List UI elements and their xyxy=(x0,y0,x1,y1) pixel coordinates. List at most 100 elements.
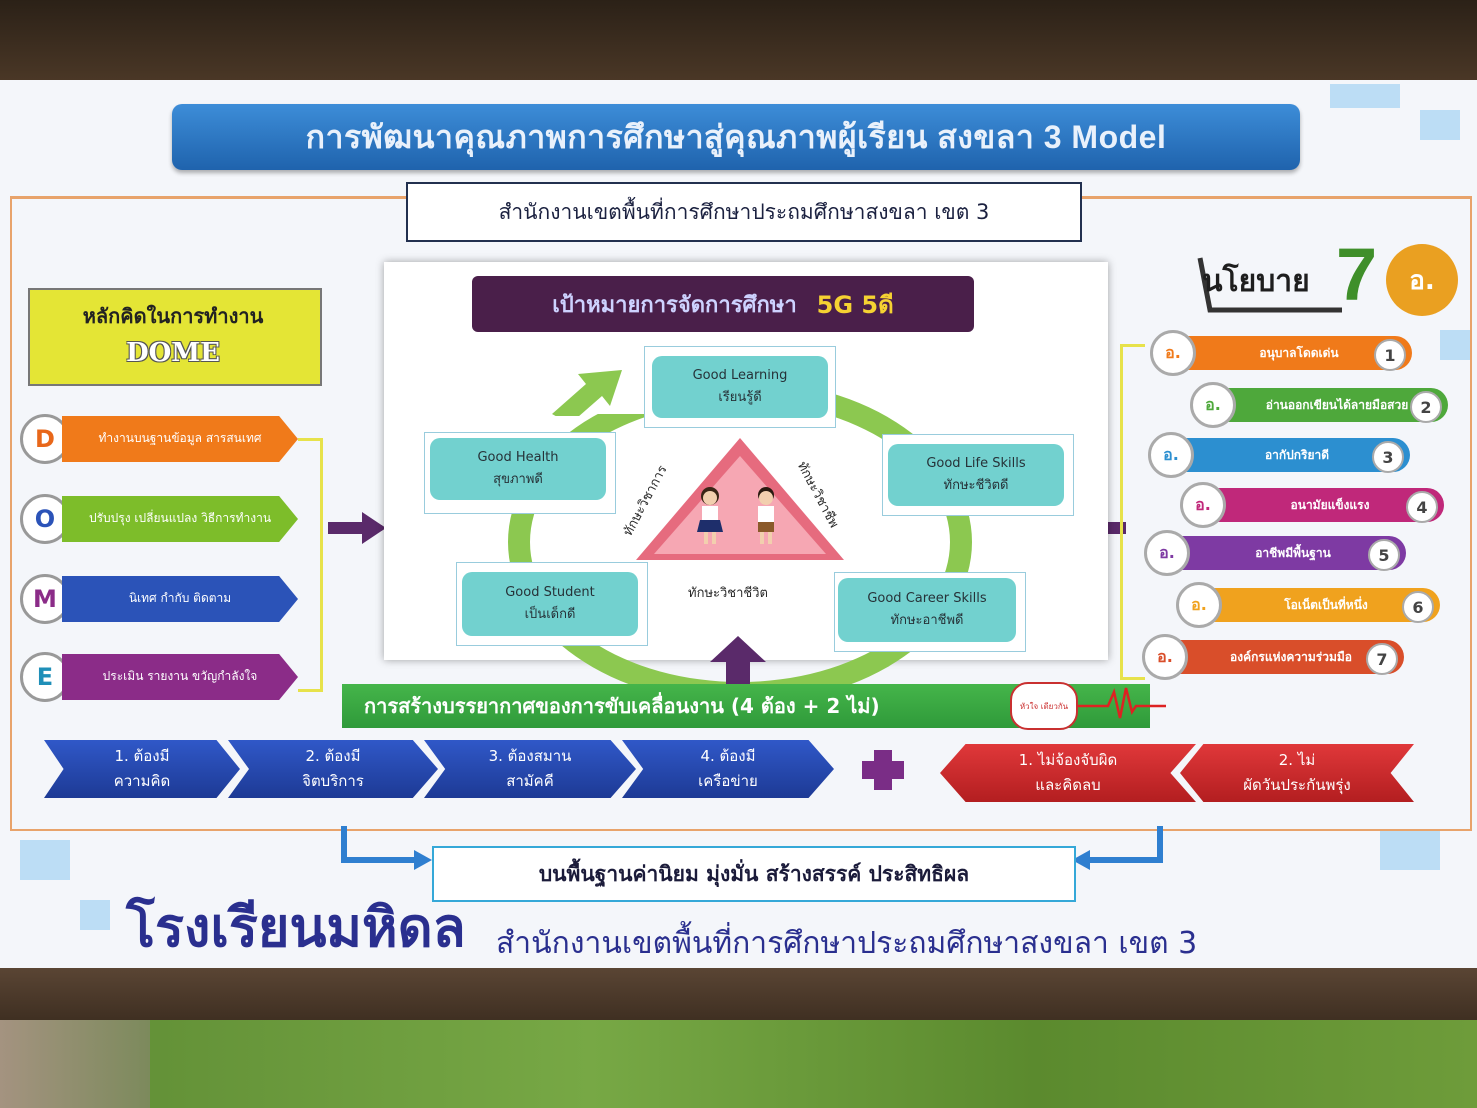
must-2-line2: จิตบริการ xyxy=(302,772,364,790)
dome-band-e: ประเมิน รายงาน ขวัญกำลังใจ xyxy=(62,654,298,700)
policy-text-1: อนุบาลโดดเด่น xyxy=(1259,345,1339,360)
goal-bar: เป้าหมายการจัดการศึกษา 5G 5ดี xyxy=(472,276,974,332)
dome-text-o: ปรับปรุง เปลี่ยนแปลง วิธีการทำงาน xyxy=(88,511,272,526)
must-3-line1: 3. ต้องสมาน xyxy=(488,746,572,765)
goal-highlight: 5G 5ดี xyxy=(816,290,894,319)
plus-icon-bar xyxy=(862,761,904,779)
dome-box xyxy=(28,288,322,386)
dome-band-d: ทำงานบนฐานข้อมูล สารสนเทศ xyxy=(62,416,298,462)
good-learning-th: เรียนรู้ดี xyxy=(718,390,762,405)
policy-text-4: อนามัยแข็งแรง xyxy=(1290,497,1370,512)
dome-band-o: ปรับปรุง เปลี่ยนแปลง วิธีการทำงาน xyxy=(62,496,298,542)
policy-a-3: อ. xyxy=(1148,432,1194,478)
dome-letter-d: D xyxy=(20,414,70,464)
dome-word: DOME xyxy=(126,338,220,368)
boy-student-icon xyxy=(752,486,780,552)
policy-band-4: อนามัยแข็งแรง 4 xyxy=(1216,488,1444,523)
dont-1-line2: และคิดลบ xyxy=(1035,776,1101,794)
title-bar: การพัฒนาคุณภาพการศึกษาสู่คุณภาพผู้เรียน … xyxy=(172,104,1300,170)
policy-a-4: อ. xyxy=(1180,482,1226,528)
dome-item-m: M นิเทศ กำกับ ติดตาม xyxy=(20,574,298,624)
dome-letter-m: M xyxy=(20,574,70,624)
decor-square xyxy=(1440,330,1470,360)
dome-item-d: D ทำงานบนฐานข้อมูล สารสนเทศ xyxy=(20,414,298,464)
dont-2-line1: 2. ไม่ xyxy=(1278,750,1316,769)
policy-badge: อ. xyxy=(1386,244,1458,316)
policy-num-6: 6 xyxy=(1402,591,1434,623)
policy-bracket xyxy=(1120,344,1145,680)
policy-num-5: 5 xyxy=(1368,539,1400,571)
dome-letter-o: O xyxy=(20,494,70,544)
dome-letter-e: E xyxy=(20,652,70,702)
policy-num-4: 4 xyxy=(1406,491,1438,523)
policy-a-5: อ. xyxy=(1144,530,1190,576)
dome-text-d: ทำงานบนฐานข้อมูล สารสนเทศ xyxy=(98,431,262,446)
policy-number: 7 xyxy=(1336,233,1378,316)
must-1: 1. ต้องมี ความคิด xyxy=(44,740,240,798)
dome-item-o: O ปรับปรุง เปลี่ยนแปลง วิธีการทำงาน xyxy=(20,494,298,544)
decor-square xyxy=(1380,830,1440,870)
cycle-arrow-icon xyxy=(552,366,632,424)
dome-bracket xyxy=(298,438,323,692)
policy-a-2: อ. xyxy=(1190,382,1236,428)
page-subtitle: สำนักงานเขตพื้นที่การศึกษาประถมศึกษาสงขล… xyxy=(498,199,990,224)
decor-square xyxy=(1420,110,1460,140)
decor-square xyxy=(20,840,70,880)
must-1-line2: ความคิด xyxy=(113,772,171,790)
dont-1: 1. ไม่จ้องจับผิด และคิดลบ xyxy=(940,744,1196,802)
good-life-th: ทักษะชีวิตดี xyxy=(943,478,1009,493)
good-health-box: Good Health สุขภาพดี xyxy=(430,438,606,500)
school-name: โรงเรียนมหิดล xyxy=(126,896,466,959)
policy-num-2: 2 xyxy=(1410,391,1442,423)
goal-label: เป้าหมายการจัดการศึกษา xyxy=(552,292,797,318)
policy-text-5: อาชีพมีพื้นฐาน xyxy=(1255,545,1331,560)
skills-triangle-inner xyxy=(654,456,826,554)
policy-num-1: 1 xyxy=(1374,339,1406,371)
good-life-en: Good Life Skills xyxy=(926,455,1026,471)
good-health-en: Good Health xyxy=(477,449,559,465)
policy-text-6: โอเน็ตเป็นที่หนึ่ง xyxy=(1284,597,1368,612)
good-student-box: Good Student เป็นเด็กดี xyxy=(462,572,638,636)
triangle-bottom-label: ทักษะวิชาชีวิต xyxy=(688,586,768,601)
policy-text-7: องค์กรแห่งความร่วมมือ xyxy=(1230,649,1352,664)
girl-student-icon xyxy=(696,486,724,552)
wooden-frame-bottom xyxy=(0,968,1477,1028)
must-2-line1: 2. ต้องมี xyxy=(305,746,361,765)
good-career-box: Good Career Skills ทักษะอาชีพดี xyxy=(838,578,1016,642)
policy-text-2: อ่านออกเขียนได้ลายมือสวย xyxy=(1265,397,1409,412)
must-4-line1: 4. ต้องมี xyxy=(700,746,756,765)
values-box: บนพื้นฐานค่านิยม มุ่งมั่น สร้างสรรค์ ประ… xyxy=(432,846,1076,902)
policy-label: นโยบาย xyxy=(1202,265,1310,298)
wooden-frame-top xyxy=(0,0,1477,80)
dome-text-e: ประเมิน รายงาน ขวัญกำลังใจ xyxy=(102,669,258,684)
policy-badge-text: อ. xyxy=(1409,265,1435,296)
good-student-en: Good Student xyxy=(505,584,595,600)
good-career-th: ทักษะอาชีพดี xyxy=(890,613,964,628)
policy-band-5: อาชีพมีพื้นฐาน 5 xyxy=(1180,536,1406,571)
must-4: 4. ต้องมี เครือข่าย xyxy=(622,740,834,798)
dome-band-m: นิเทศ กำกับ ติดตาม xyxy=(62,576,298,622)
policy-item-5: อ. อาชีพมีพื้นฐาน 5 xyxy=(1144,530,1406,576)
policy-a-7: อ. xyxy=(1142,634,1188,680)
must-2: 2. ต้องมี จิตบริการ xyxy=(228,740,438,798)
arrow-right-icon xyxy=(328,510,386,546)
policy-logo xyxy=(1192,238,1472,322)
heartbeat-icon xyxy=(1078,684,1166,724)
school-office: สำนักงานเขตพื้นที่การศึกษาประถมศึกษาสงขล… xyxy=(496,926,1198,961)
decor-square xyxy=(1330,84,1400,108)
connector-right-icon xyxy=(1068,826,1168,880)
must-4-line2: เครือข่าย xyxy=(698,772,758,790)
heart-text: หัวใจ เดียวกัน xyxy=(1019,701,1069,711)
must-1-line1: 1. ต้องมี xyxy=(114,746,170,765)
decor-square xyxy=(80,900,110,930)
good-student-th: เป็นเด็กดี xyxy=(524,607,576,622)
subtitle-box: สำนักงานเขตพื้นที่การศึกษาประถมศึกษาสงขล… xyxy=(406,182,1082,242)
policy-band-3: อากัปกริยาดี3 xyxy=(1184,438,1410,473)
connector-left-icon xyxy=(336,826,436,880)
